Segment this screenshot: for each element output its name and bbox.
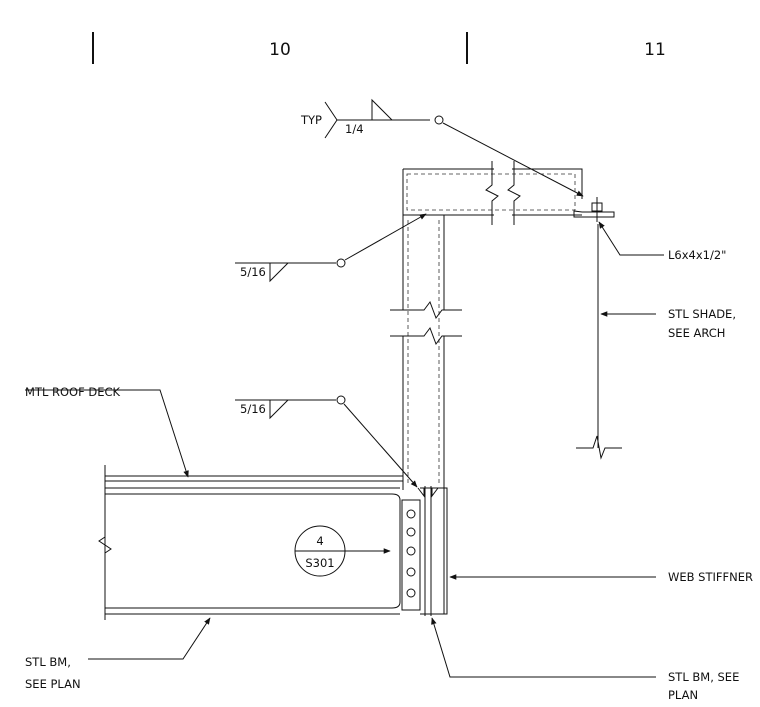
weld-size-top: 1/4: [345, 122, 364, 136]
beam-right-label-1: STL BM, SEE: [668, 670, 739, 684]
weld-symbol-mid: 5/16: [235, 213, 427, 283]
angle-member: L6x4x1/2": [573, 197, 726, 262]
vertical-hss-post: [390, 215, 462, 490]
steel-shade: STL SHADE, SEE ARCH: [576, 224, 736, 460]
grid-label-10: 10: [269, 40, 291, 60]
weld-size-low: 5/16: [240, 402, 266, 416]
roof-deck-leader: [25, 389, 189, 478]
shade-label-1: STL SHADE,: [668, 307, 736, 321]
grid-label-11: 11: [644, 40, 666, 60]
fillet-weld-icon: [269, 262, 289, 283]
angle-label: L6x4x1/2": [668, 248, 726, 262]
weld-symbol-low: 5/16: [235, 395, 418, 488]
beam-right-callout: STL BM, SEE PLAN: [431, 617, 739, 702]
roof-deck-label: MTL ROOF DECK: [25, 385, 121, 399]
break-line: [507, 161, 521, 225]
section-callout-bubble[interactable]: 4 S301: [294, 525, 391, 577]
break-line: [390, 326, 462, 346]
break-line: [98, 536, 112, 554]
weld-leader: [344, 213, 427, 261]
steel-beam: [98, 465, 401, 620]
beam-left-label-1: STL BM,: [25, 655, 71, 669]
fillet-weld-icon: [371, 98, 394, 121]
roof-deck: MTL ROOF DECK: [25, 385, 403, 482]
all-around-circle-icon: [336, 395, 346, 405]
weld-size-mid: 5/16: [240, 265, 266, 279]
beam-left-callout: STL BM, SEE PLAN: [25, 617, 211, 691]
angle-leader: [598, 221, 664, 256]
shear-connection: [401, 486, 448, 616]
bolt-icon: [406, 567, 416, 577]
shade-label-2: SEE ARCH: [668, 326, 725, 340]
top-hss-member: [402, 161, 583, 225]
weld-tail: [324, 101, 338, 139]
bolt-icon: [406, 546, 416, 556]
break-line: [485, 161, 499, 225]
weld-leader: [442, 122, 584, 197]
web-stiffener-label: WEB STIFFNER: [668, 570, 753, 584]
all-around-circle-icon: [336, 258, 346, 268]
beam-right-label-2: PLAN: [668, 688, 698, 702]
web-stiffener-callout: WEB STIFFNER: [449, 570, 753, 584]
weld-symbol-top: TYP 1/4: [300, 98, 584, 197]
section-sheet: S301: [305, 556, 334, 570]
weld-leader: [343, 403, 418, 488]
all-around-circle-icon: [434, 115, 444, 125]
section-number: 4: [316, 534, 323, 548]
break-line: [390, 300, 462, 320]
fillet-weld-icon: [269, 399, 289, 420]
bolt-icon: [406, 509, 416, 519]
grid-lines: 10 11: [92, 32, 666, 64]
beam-left-label-2: SEE PLAN: [25, 677, 81, 691]
bolt-icon: [406, 527, 416, 537]
bolt-icon: [406, 588, 416, 598]
break-line: [576, 435, 622, 460]
weld-typ-text: TYP: [300, 113, 322, 127]
